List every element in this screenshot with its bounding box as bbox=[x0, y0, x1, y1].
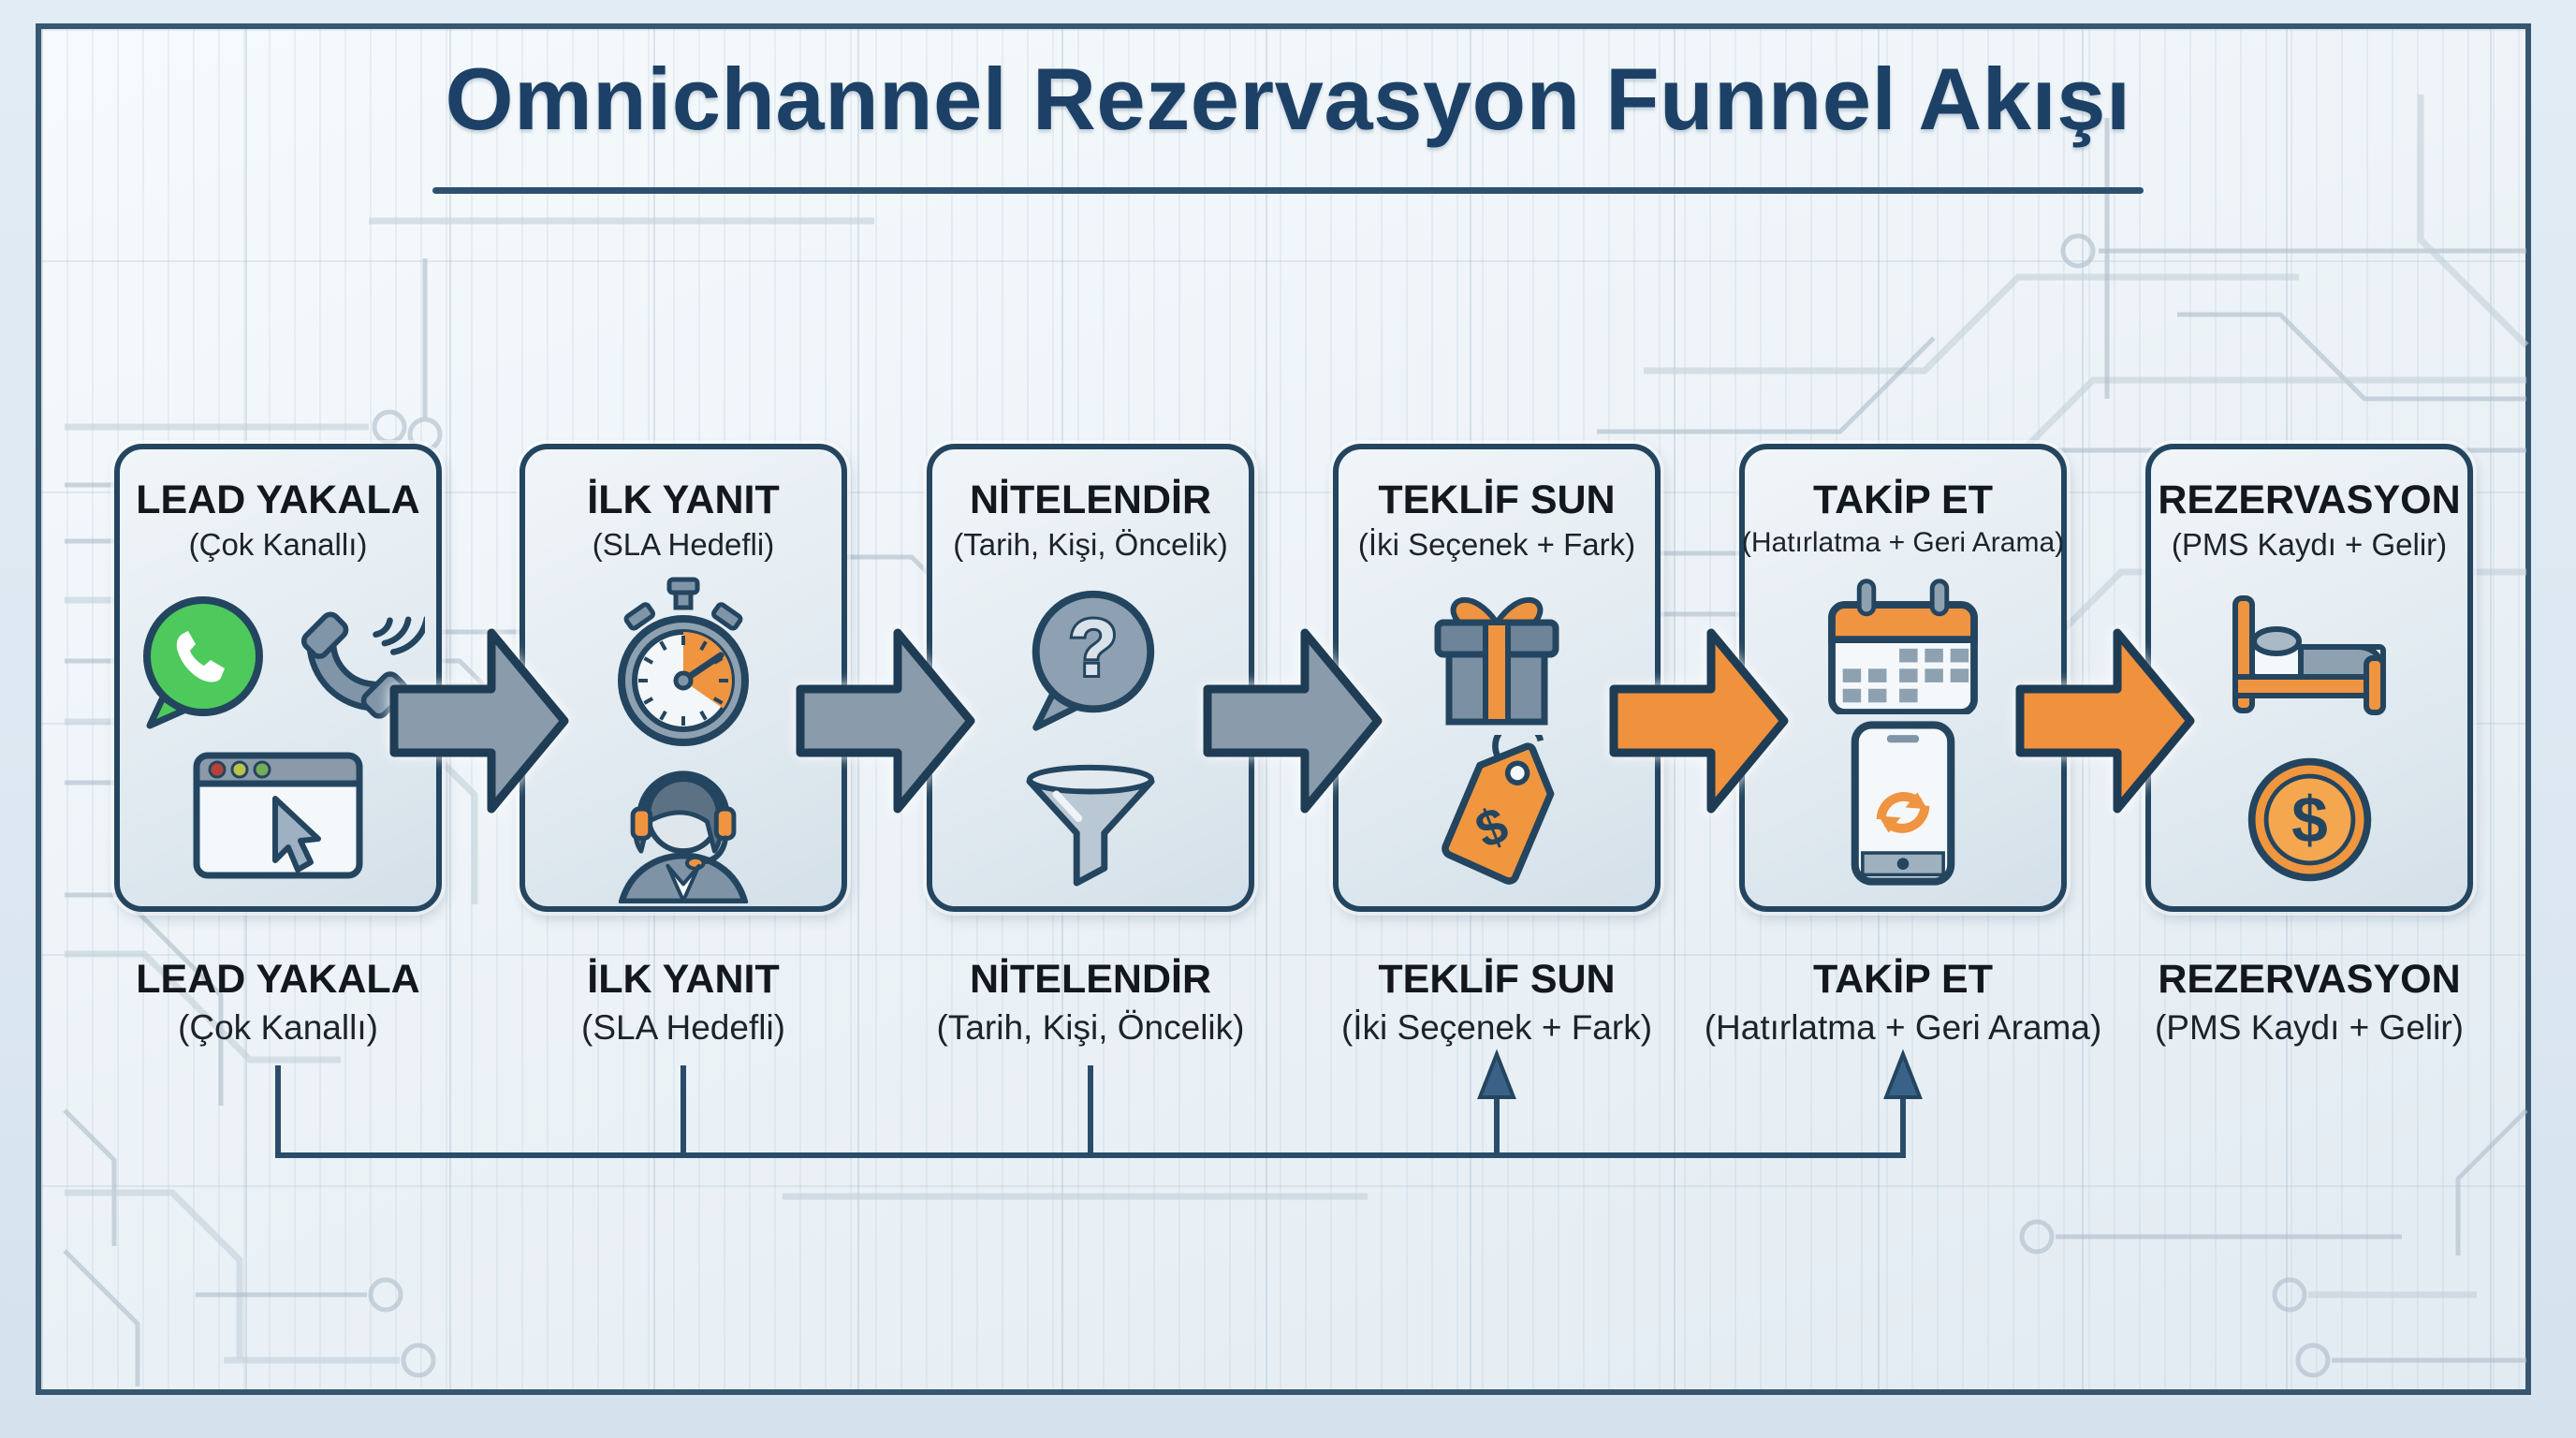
gift-icon bbox=[1434, 597, 1559, 726]
question-bubble-icon: ? bbox=[1032, 591, 1155, 732]
stage-box-rezervasyon: REZERVASYON (PMS Kaydı + Gelir) $ bbox=[2145, 444, 2473, 912]
stage-title: NİTELENDİR bbox=[970, 477, 1211, 522]
flow-arrow-5 bbox=[2015, 628, 2195, 814]
phone-ring-icon bbox=[300, 611, 425, 720]
stage-subtitle: (PMS Kaydı + Gelir) bbox=[2171, 527, 2448, 563]
browser-cursor-icon bbox=[193, 752, 363, 879]
stage-box-takip-et: TAKİP ET (Hatırlatma + Geri Arama) bbox=[1739, 444, 2067, 912]
stage-title: TEKLİF SUN bbox=[1378, 477, 1616, 522]
label-subtitle: (Tarih, Kişi, Öncelik) bbox=[936, 1008, 1245, 1047]
label-subtitle: (SLA Hedefli) bbox=[581, 1008, 785, 1047]
label-title: İLK YANIT bbox=[587, 957, 780, 1002]
stage-label-lead-yakala: LEAD YAKALA (Çok Kanallı) bbox=[77, 957, 479, 1048]
dollar-sign-glyph: $ bbox=[2291, 784, 2328, 857]
stage-box-ilk-yanit: İLK YANIT (SLA Hedefli) bbox=[520, 444, 847, 912]
stage-label-rezervasyon: REZERVASYON (PMS Kaydı + Gelir) bbox=[2108, 957, 2510, 1048]
bed-icon bbox=[2232, 595, 2387, 716]
price-tag-icon: $ bbox=[1442, 735, 1555, 886]
stage-title: REZERVASYON bbox=[2158, 477, 2461, 522]
calendar-icon bbox=[1828, 579, 1978, 715]
stage-box-teklif-sun: TEKLİF SUN (İki Seçenek + Fark) $ bbox=[1333, 444, 1661, 912]
support-agent-icon bbox=[618, 770, 749, 904]
stage-box-lead-yakala: LEAD YAKALA (Çok Kanallı) bbox=[114, 444, 442, 912]
label-subtitle: (PMS Kaydı + Gelir) bbox=[2154, 1008, 2464, 1047]
stage-subtitle: (Hatırlatma + Geri Arama) bbox=[1741, 527, 2065, 559]
label-title: REZERVASYON bbox=[2158, 957, 2461, 1002]
label-subtitle: (İki Seçenek + Fark) bbox=[1340, 1008, 1653, 1047]
stage-subtitle: (SLA Hedefli) bbox=[592, 527, 775, 563]
funnel-icon bbox=[1026, 765, 1155, 888]
stage-label-ilk-yanit: İLK YANIT (SLA Hedefli) bbox=[482, 957, 885, 1048]
stage-subtitle: (İki Seçenek + Fark) bbox=[1357, 527, 1636, 563]
question-mark-glyph: ? bbox=[1069, 604, 1118, 693]
label-title: NİTELENDİR bbox=[970, 957, 1211, 1002]
label-title: TEKLİF SUN bbox=[1378, 957, 1616, 1002]
label-title: LEAD YAKALA bbox=[136, 957, 420, 1002]
flow-arrow-4 bbox=[1609, 628, 1789, 814]
stage-title: TAKİP ET bbox=[1813, 477, 1993, 522]
stage-label-teklif-sun: TEKLİF SUN (İki Seçenek + Fark) bbox=[1295, 957, 1698, 1048]
flow-arrow-2 bbox=[796, 628, 975, 814]
stage-label-takip-et: TAKİP ET (Hatırlatma + Geri Arama) bbox=[1702, 957, 2104, 1048]
stage-title: İLK YANIT bbox=[587, 477, 780, 522]
flow-arrow-3 bbox=[1203, 628, 1383, 814]
stage-label-nitelendir: NİTELENDİR (Tarih, Kişi, Öncelik) bbox=[889, 957, 1292, 1048]
up-arrowhead bbox=[1883, 1049, 1923, 1099]
stage-title: LEAD YAKALA bbox=[136, 477, 420, 522]
stopwatch-icon bbox=[618, 577, 749, 747]
page-title: Omnichannel Rezervasyon Funnel Akışı bbox=[445, 50, 2131, 148]
stage-box-nitelendir: NİTELENDİR (Tarih, Kişi, Öncelik) ? bbox=[927, 444, 1254, 912]
flow-arrow-1 bbox=[389, 628, 569, 814]
label-title: TAKİP ET bbox=[1813, 957, 1993, 1002]
label-subtitle: (Çok Kanallı) bbox=[178, 1008, 378, 1047]
title-underline bbox=[432, 187, 2144, 194]
dollar-coin-icon: $ bbox=[2247, 758, 2371, 882]
whatsapp-icon bbox=[143, 596, 263, 729]
phone-refresh-icon bbox=[1851, 721, 1955, 887]
up-arrowhead bbox=[1477, 1049, 1516, 1099]
stage-subtitle: (Tarih, Kişi, Öncelik) bbox=[953, 527, 1228, 563]
label-subtitle: (Hatırlatma + Geri Arama) bbox=[1704, 1008, 2102, 1047]
stage-subtitle: (Çok Kanallı) bbox=[188, 527, 368, 563]
